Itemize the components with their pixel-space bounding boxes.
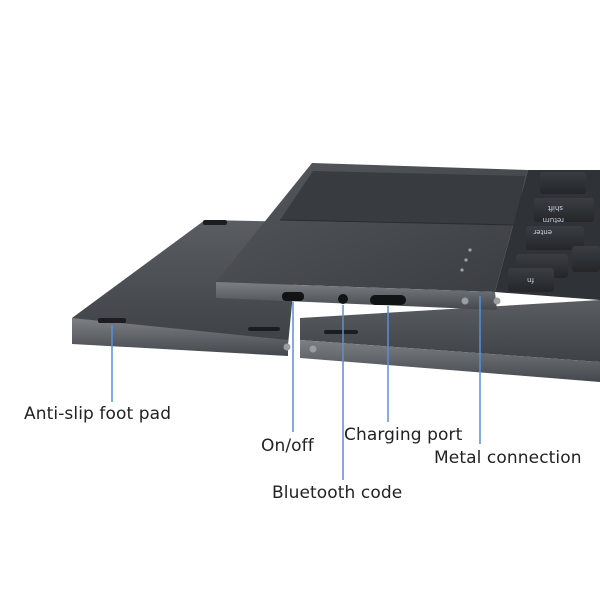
status-leds [460, 248, 472, 272]
charging-port [370, 295, 406, 305]
label-bluetooth-code: Bluetooth code [272, 483, 403, 503]
label-anti-slip-foot-pad: Anti-slip foot pad [24, 404, 172, 424]
touchpad[interactable] [280, 171, 525, 225]
key-label-shift: shift [548, 204, 563, 212]
keyboard-top-panel [216, 163, 528, 310]
power-switch[interactable] [282, 292, 304, 301]
bluetooth-code-button[interactable] [338, 294, 348, 304]
key-label-enter: enter [533, 228, 552, 236]
key[interactable] [572, 246, 600, 272]
keyboard-bottom-panel-right [283, 300, 600, 382]
key[interactable] [508, 268, 554, 292]
label-charging-port: Charging port [344, 425, 463, 445]
callout-lines [111, 296, 481, 480]
keys-area: shift return enter fn [495, 170, 600, 300]
key-label-return: return [543, 216, 564, 224]
foot-pad [98, 318, 126, 323]
key[interactable] [540, 172, 586, 194]
key[interactable] [534, 198, 594, 222]
key-label-fn: fn [527, 276, 534, 284]
label-on-off: On/off [261, 436, 314, 456]
key[interactable] [526, 226, 584, 250]
label-metal-connection: Metal connection [434, 448, 582, 468]
